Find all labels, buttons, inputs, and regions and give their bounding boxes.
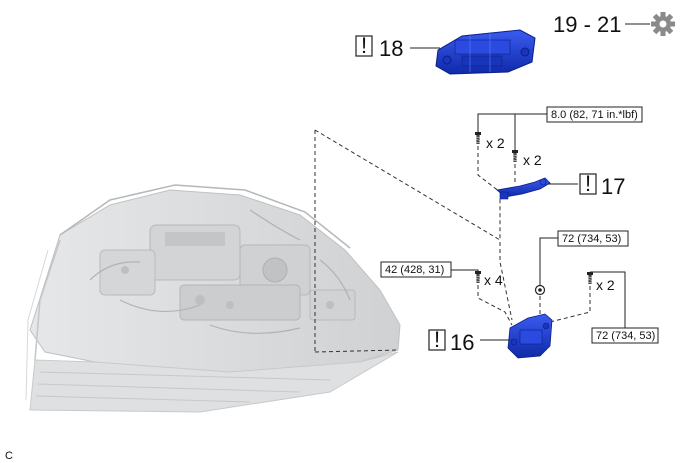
svg-text:72 (734, 53): 72 (734, 53): [596, 330, 655, 342]
part-number-16: 16: [450, 330, 474, 355]
bolt-left-quantity: x 4: [484, 272, 503, 288]
part-number-17: 17: [601, 174, 625, 199]
bolt-b-quantity: x 2: [523, 152, 542, 168]
gear-icon[interactable]: [651, 12, 675, 36]
bolt-right-quantity: x 2: [596, 277, 615, 293]
torque-spec-lower-right: 72 (734, 53): [591, 327, 659, 344]
svg-text:72 (734, 53): 72 (734, 53): [562, 233, 621, 245]
warning-mark-17: !: [585, 171, 591, 196]
part-number-18: 18: [379, 36, 403, 61]
bolt-icon: [511, 149, 519, 163]
svg-text:42 (428, 31): 42 (428, 31): [385, 264, 444, 276]
bolt-a-quantity: x 2: [486, 135, 505, 151]
torque-spec-bracket-bolts: 8.0 (82, 71 in.*lbf): [546, 106, 643, 123]
warning-box-17: [579, 173, 597, 195]
warning-box-16: [428, 329, 446, 351]
nut-icon: [534, 284, 546, 296]
bolt-icon: [586, 271, 594, 285]
part-17-callout[interactable]: ! 17: [579, 171, 625, 199]
part-16-callout[interactable]: ! 16: [428, 327, 474, 355]
warning-mark-16: !: [434, 327, 440, 352]
part-18-callout[interactable]: ! 18: [355, 33, 403, 61]
procedure-range-label: 19 - 21: [553, 12, 622, 37]
bolt-icon: [474, 270, 482, 284]
part-16-component[interactable]: [507, 313, 553, 359]
svg-text:8.0 (82, 71 in.*lbf): 8.0 (82, 71 in.*lbf): [551, 109, 638, 121]
engine-bay-illustration: [25, 130, 401, 413]
warning-mark-18: !: [361, 33, 367, 58]
bolt-icon: [474, 131, 482, 145]
part-17-component[interactable]: [496, 177, 551, 200]
warning-box-18: [355, 35, 373, 57]
torque-spec-left: 42 (428, 31): [380, 261, 452, 278]
torque-spec-upper-right: 72 (734, 53): [557, 230, 629, 247]
procedure-range-link[interactable]: 19 - 21: [553, 12, 675, 37]
part-18-component[interactable]: [435, 29, 536, 75]
illustration-code: C: [5, 450, 13, 462]
